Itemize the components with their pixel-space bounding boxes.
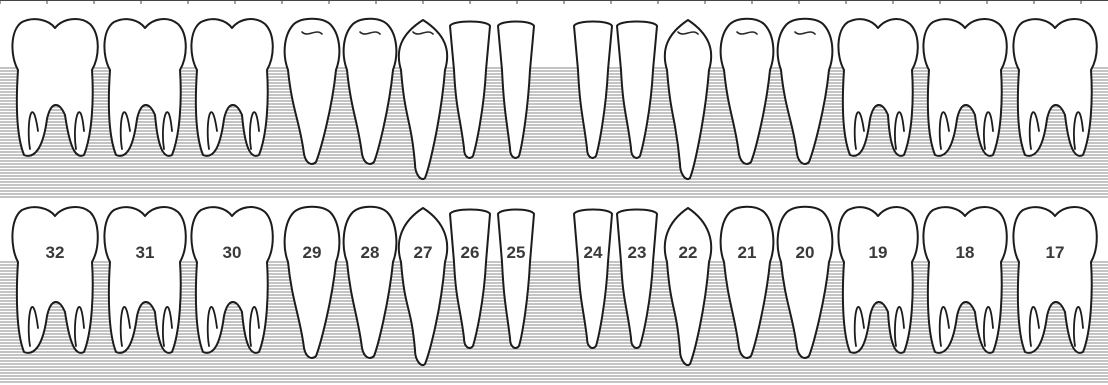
upper-tooth-3	[191, 19, 272, 156]
tooth-number-label: 24	[584, 243, 603, 262]
tooth-number-label: 18	[956, 243, 975, 262]
tooth-number-label: 30	[223, 243, 242, 262]
tooth-outline	[450, 210, 490, 348]
tooth-number-label: 26	[461, 243, 480, 262]
tooth-outline	[838, 19, 917, 156]
tooth-28: 28	[344, 207, 397, 358]
tooth-outline	[285, 19, 340, 164]
tooth-24: 24	[574, 210, 612, 348]
tooth-23: 23	[617, 210, 657, 348]
tooth-outline	[285, 207, 340, 358]
tooth-number-label: 21	[738, 243, 757, 262]
tooth-outline	[344, 207, 397, 358]
upper-tooth-1	[12, 19, 97, 156]
tooth-22: 22	[665, 208, 711, 365]
tooth-outline	[721, 207, 774, 358]
tooth-outline	[721, 19, 774, 164]
tooth-outline	[617, 210, 657, 348]
tooth-number-label: 19	[869, 243, 888, 262]
tooth-number-label: 31	[136, 243, 155, 262]
tooth-outline	[778, 207, 833, 358]
top-grid-ticks	[0, 0, 1108, 4]
tooth-number-label: 23	[628, 243, 647, 262]
tooth-21: 21	[721, 207, 774, 358]
tooth-29: 29	[285, 207, 340, 358]
tooth-number-label: 28	[361, 243, 380, 262]
tooth-number-label: 20	[796, 243, 815, 262]
tooth-outline	[104, 19, 185, 156]
tooth-27: 27	[399, 208, 447, 365]
tooth-outline	[923, 19, 1006, 156]
tooth-outline	[191, 19, 272, 156]
tooth-outline	[498, 210, 534, 348]
upper-tooth-15	[923, 19, 1006, 156]
upper-tooth-14	[838, 19, 917, 156]
upper-tooth-2	[104, 19, 185, 156]
tooth-outline	[399, 208, 447, 365]
tooth-outline	[12, 19, 97, 156]
tooth-25: 25	[498, 210, 534, 348]
tooth-number-label: 17	[1046, 243, 1065, 262]
tooth-number-label: 29	[303, 243, 322, 262]
tooth-number-label: 25	[507, 243, 526, 262]
upper-tooth-5	[344, 19, 397, 164]
upper-tooth-4	[285, 19, 340, 164]
tooth-number-label: 27	[414, 243, 433, 262]
tooth-outline	[1013, 19, 1096, 156]
upper-tooth-12	[721, 19, 774, 164]
tooth-outline	[665, 208, 711, 365]
tooth-outline	[344, 19, 397, 164]
tooth-outline	[778, 19, 833, 164]
tooth-number-label: 32	[46, 243, 65, 262]
tooth-outline	[574, 210, 612, 348]
tooth-26: 26	[450, 210, 490, 348]
upper-tooth-13	[778, 19, 833, 164]
tooth-20: 20	[778, 207, 833, 358]
tooth-number-label: 22	[679, 243, 698, 262]
upper-tooth-16	[1013, 19, 1096, 156]
